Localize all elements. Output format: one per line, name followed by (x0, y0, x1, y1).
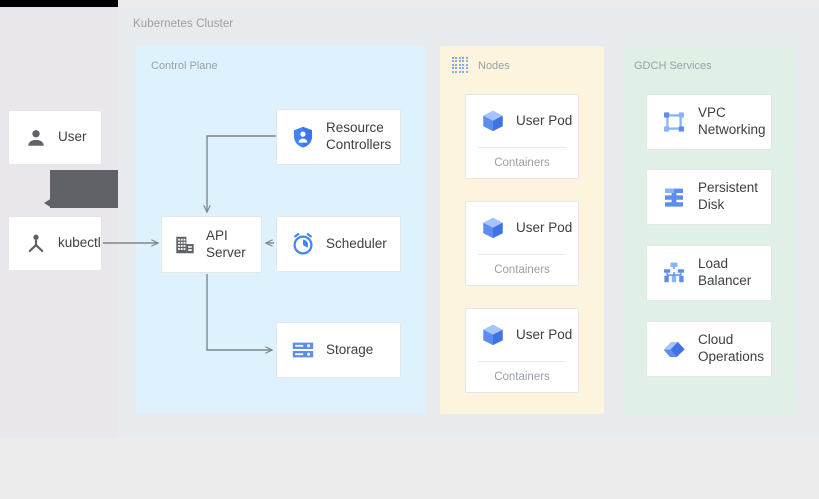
card-kubectl[interactable]: kubectl (8, 216, 102, 271)
card-user[interactable]: User (8, 110, 102, 165)
pod-footer-containers: Containers (494, 157, 550, 169)
card-resource-controllers[interactable]: Resource Controllers (276, 109, 401, 165)
card-label-user-pod: User Pod (516, 219, 573, 235)
top-black-bar (0, 0, 118, 7)
card-api-server[interactable]: API Server (161, 216, 262, 273)
api-server-icon (173, 234, 197, 256)
card-vpc-networking[interactable]: VPC Networking (646, 94, 772, 150)
tooltip-overlay (50, 170, 118, 208)
card-label-user-pod: User Pod (516, 112, 573, 128)
tooltip-pointer (44, 198, 52, 208)
card-scheduler[interactable]: Scheduler (276, 216, 401, 272)
cube-icon (479, 215, 507, 241)
alarm-clock-icon (290, 232, 316, 256)
cube-icon (479, 322, 507, 348)
card-label-user: User (58, 129, 87, 145)
pod-header: User Pod (466, 309, 578, 361)
card-user-pod[interactable]: User Pod Containers (465, 201, 579, 286)
card-label-cloud-operations: Cloud Operations (698, 332, 765, 364)
card-label-storage: Storage (326, 341, 374, 357)
card-label-scheduler: Scheduler (326, 235, 387, 251)
panel-title-gdch-services: GDCH Services (634, 60, 712, 72)
card-label-load-balancer: Load Balancer (698, 256, 752, 288)
card-label-user-pod: User Pod (516, 326, 573, 342)
card-cloud-operations[interactable]: Cloud Operations (646, 321, 772, 377)
person-icon (23, 127, 49, 149)
pod-header: User Pod (466, 95, 578, 147)
card-label-resource-controllers: Resource Controllers (326, 120, 392, 152)
persistent-disk-icon (660, 185, 688, 209)
shield-person-icon (290, 125, 316, 149)
card-label-kubectl: kubectl (58, 235, 101, 251)
pod-footer-containers: Containers (494, 264, 550, 276)
card-label-vpc-networking: VPC Networking (698, 105, 766, 137)
divider (478, 254, 566, 255)
divider (478, 147, 566, 148)
divider (478, 361, 566, 362)
card-label-api-server: API Server (206, 227, 246, 260)
card-label-persistent-disk: Persistent Disk (698, 180, 759, 212)
card-load-balancer[interactable]: Load Balancer (646, 245, 772, 301)
load-balancer-icon (660, 261, 688, 285)
pod-header: User Pod (466, 202, 578, 254)
dot-grid-icon (452, 57, 468, 73)
pod-footer-containers: Containers (494, 371, 550, 383)
cube-icon (479, 108, 507, 134)
panel-title-control-plane: Control Plane (151, 60, 218, 72)
storage-rack-icon (290, 338, 316, 362)
card-user-pod[interactable]: User Pod Containers (465, 308, 579, 393)
card-storage[interactable]: Storage (276, 322, 401, 378)
card-user-pod[interactable]: User Pod Containers (465, 94, 579, 179)
card-persistent-disk[interactable]: Persistent Disk (646, 169, 772, 225)
cluster-title: Kubernetes Cluster (133, 18, 234, 30)
kubectl-icon (23, 233, 49, 255)
cloud-operations-icon (660, 336, 688, 362)
vpc-network-icon (660, 110, 688, 134)
panel-title-nodes: Nodes (478, 60, 510, 72)
